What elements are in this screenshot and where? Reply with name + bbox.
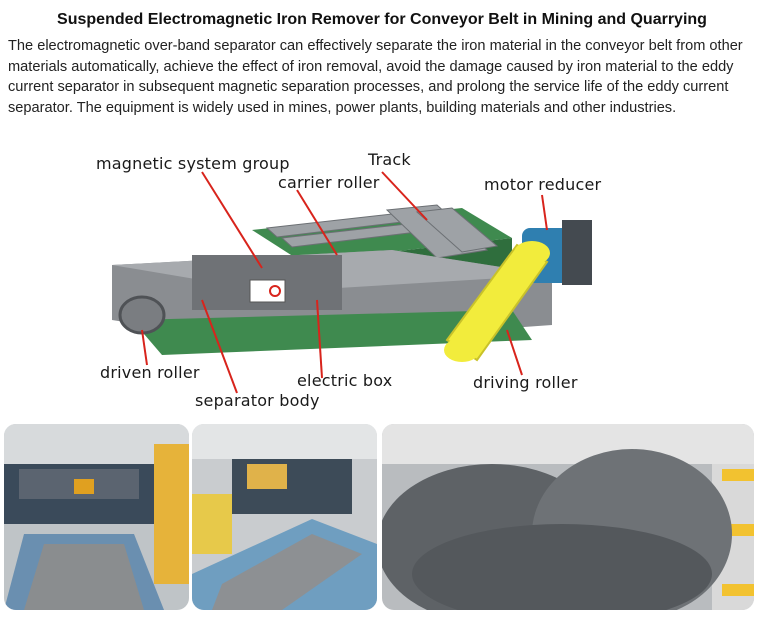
- separator-diagram: magnetic system group Track carrier roll…: [92, 150, 612, 415]
- label-magnetic-system-group: magnetic system group: [96, 154, 290, 173]
- label-motor-reducer: motor reducer: [484, 175, 602, 194]
- separator-illustration: [112, 171, 592, 394]
- label-separator-body: separator body: [195, 391, 320, 410]
- label-track: Track: [368, 150, 411, 169]
- photo-scrap-iron-pile: [382, 424, 754, 610]
- label-driving-roller: driving roller: [473, 373, 578, 392]
- label-driven-roller: driven roller: [100, 363, 200, 382]
- label-carrier-roller: carrier roller: [278, 173, 380, 192]
- photo-installation-front: [4, 424, 189, 610]
- page-title: Suspended Electromagnetic Iron Remover f…: [57, 11, 707, 28]
- label-electric-box: electric box: [297, 371, 393, 390]
- product-description: The electromagnetic over-band separator …: [8, 38, 743, 116]
- photo-installation-side: [192, 424, 377, 610]
